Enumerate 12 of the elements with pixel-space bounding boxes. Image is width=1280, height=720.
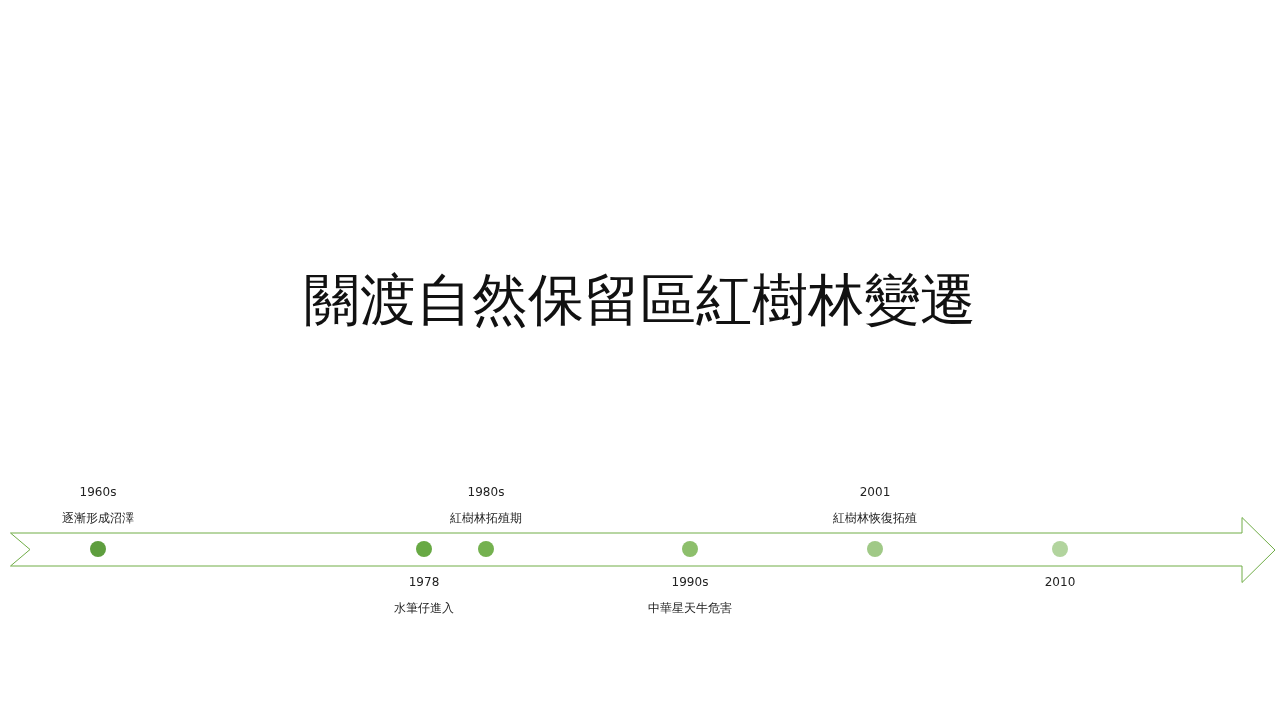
event-label: 逐漸形成沼澤 [62,511,134,525]
year-label: 1960s [79,485,117,499]
year-label: 1980s [467,485,505,499]
event-label: 紅樹林拓殖期 [450,511,522,525]
event-label: 水筆仔進入 [394,601,454,615]
event-label: 中華星天牛危害 [648,601,732,615]
year-label: 1990s [671,575,709,589]
title: 關渡自然保留區紅樹林變遷 [303,266,977,334]
year-label: 2010 [1044,575,1076,589]
year-label: 2001 [859,485,891,499]
event-label: 紅樹林恢復拓殖 [833,511,917,525]
year-label: 1978 [408,575,440,589]
